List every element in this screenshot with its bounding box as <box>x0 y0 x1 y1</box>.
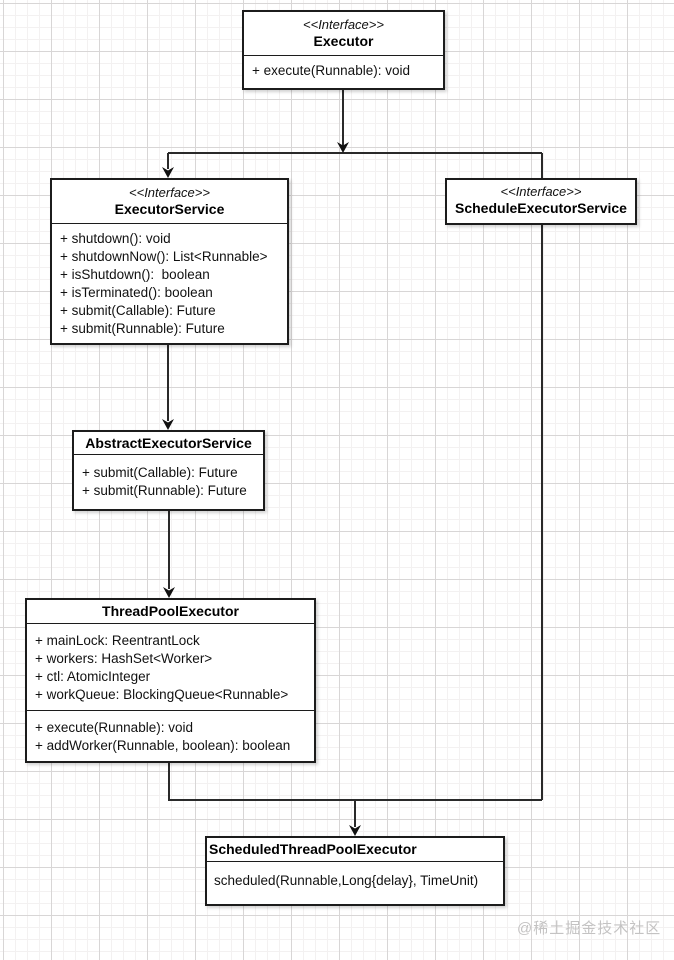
class-executorservice-methods: + shutdown(): void + shutdownNow(): List… <box>52 223 287 343</box>
class-threadpoolexecutor-attributes: + mainLock: ReentrantLock + workers: Has… <box>27 623 314 710</box>
method-line: + submit(Runnable): Future <box>60 321 225 336</box>
class-scheduledthreadpoolexecutor: ScheduledThreadPoolExecutor scheduled(Ru… <box>205 836 505 906</box>
attribute-line: + mainLock: ReentrantLock <box>35 633 200 648</box>
class-executor-header: <<Interface>> Executor <box>244 12 443 55</box>
class-name: ThreadPoolExecutor <box>102 603 239 619</box>
method-line: scheduled(Runnable,Long{delay}, TimeUnit… <box>214 873 479 888</box>
class-abstractexecutorservice-header: AbstractExecutorService <box>74 432 263 454</box>
watermark-text: @稀土掘金技术社区 <box>517 920 662 937</box>
method-line: + execute(Runnable): void <box>252 63 410 78</box>
class-name: AbstractExecutorService <box>85 435 252 451</box>
arrowhead-executorservice <box>162 167 174 178</box>
class-threadpoolexecutor-header: ThreadPoolExecutor <box>27 600 314 623</box>
method-line: + submit(Runnable): Future <box>82 483 247 498</box>
class-scheduleexecutorservice: <<Interface>> ScheduleExecutorService <box>445 178 637 225</box>
attribute-line: + workQueue: BlockingQueue<Runnable> <box>35 687 289 702</box>
method-line: + shutdown(): void <box>60 231 171 246</box>
attribute-line: + workers: HashSet<Worker> <box>35 651 213 666</box>
class-abstractexecutorservice: AbstractExecutorService + submit(Callabl… <box>72 430 265 511</box>
class-executor: <<Interface>> Executor + execute(Runnabl… <box>242 10 445 90</box>
class-executorservice-header: <<Interface>> ExecutorService <box>52 180 287 223</box>
threadpool-bottom-join-line <box>168 763 542 801</box>
method-line: + execute(Runnable): void <box>35 720 193 735</box>
method-line: + isShutdown(): boolean <box>60 267 210 282</box>
class-name: ScheduleExecutorService <box>455 200 627 216</box>
stereotype-label: <<Interface>> <box>500 184 582 199</box>
attribute-line: + ctl: AtomicInteger <box>35 669 151 684</box>
class-name: ScheduledThreadPoolExecutor <box>209 841 417 857</box>
class-name: ExecutorService <box>114 201 225 217</box>
stereotype-label: <<Interface>> <box>129 185 210 200</box>
class-executor-methods: + execute(Runnable): void <box>244 55 443 88</box>
method-line: + submit(Callable): Future <box>82 465 238 480</box>
class-scheduleexecutorservice-header: <<Interface>> ScheduleExecutorService <box>447 180 635 223</box>
class-name: Executor <box>313 33 374 49</box>
arrowhead-threadpoolexecutor <box>163 587 175 598</box>
class-threadpoolexecutor-methods: + execute(Runnable): void + addWorker(Ru… <box>27 710 314 761</box>
method-line: + isTerminated(): boolean <box>60 285 213 300</box>
class-threadpoolexecutor: ThreadPoolExecutor + mainLock: Reentrant… <box>25 598 316 763</box>
class-scheduledthreadpoolexecutor-methods: scheduled(Runnable,Long{delay}, TimeUnit… <box>207 861 503 904</box>
arrowhead-split-bar <box>337 142 349 153</box>
class-abstractexecutorservice-methods: + submit(Callable): Future + submit(Runn… <box>74 454 263 509</box>
method-line: + submit(Callable): Future <box>60 303 216 318</box>
arrowhead-scheduledthreadpoolexecutor <box>349 825 361 836</box>
method-line: + addWorker(Runnable, boolean): boolean <box>35 738 291 753</box>
method-line: + shutdownNow(): List<Runnable> <box>60 249 268 264</box>
class-scheduledthreadpoolexecutor-header: ScheduledThreadPoolExecutor <box>207 838 503 861</box>
arrowhead-abstractexecutorservice <box>162 419 174 430</box>
class-executorservice: <<Interface>> ExecutorService + shutdown… <box>50 178 289 345</box>
stereotype-label: <<Interface>> <box>303 17 384 32</box>
